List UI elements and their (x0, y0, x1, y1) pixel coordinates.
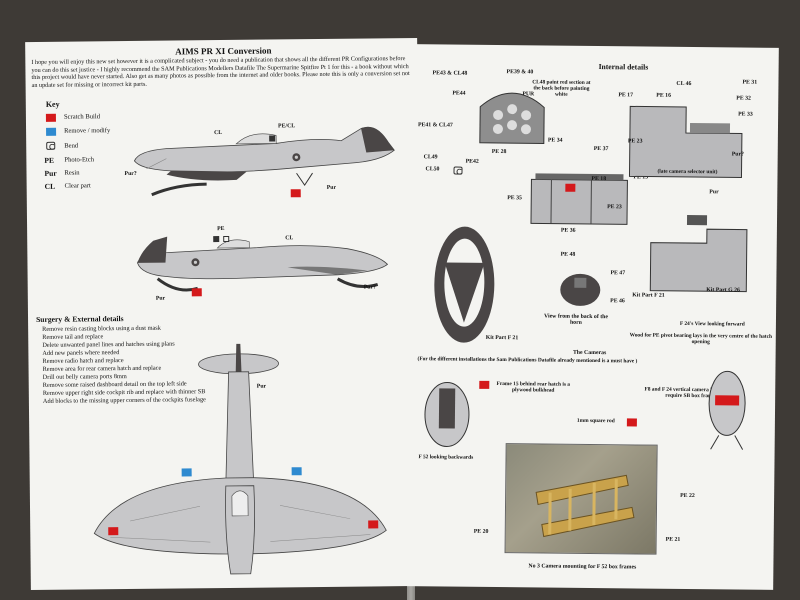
lab-pe43-cl48: PE43 & CL48 (432, 70, 468, 77)
lab-pe23-b: PE 23 (627, 138, 643, 145)
mid-pur-right-label: Pur? (363, 284, 377, 291)
lab-pur-b: Pur? (731, 151, 744, 158)
f52-backwards-diagram (424, 381, 470, 447)
surgery-step: Remove resin casting blocks using a dust… (42, 324, 161, 333)
top-pur-right-label: Pur (326, 184, 337, 191)
cameras-note: (For the different installations the Sam… (417, 356, 638, 365)
lab-pe31: PE 31 (742, 79, 758, 86)
lab-pe28: PE 28 (491, 148, 507, 156)
lab-cl50: CL50 (425, 166, 440, 173)
mid-pe-label: PE (217, 225, 225, 233)
lab-pe36: PE 36 (560, 227, 576, 234)
key-bend-label: Bend (64, 142, 79, 150)
lab-cl49: CL49 (423, 154, 438, 161)
box-caption: No 3 Camera mounting for F 52 box frames (528, 563, 637, 571)
mid-cl-label: CL (285, 235, 294, 242)
lab-pe37: PE 37 (593, 145, 609, 153)
cockpit-wall-diagram (530, 173, 628, 225)
plan-pur-label: Pur (256, 383, 267, 390)
top-scratch-marker (290, 189, 301, 198)
plan-scratch-marker-right (368, 520, 379, 529)
lab-pe23-a: PE 23 (607, 204, 622, 211)
lab-pe42: PE42 (465, 158, 479, 165)
key-pe-label: Photo-Etch (64, 156, 95, 164)
key-scratch-label: Scratch Build (63, 113, 101, 121)
plan-scratch-marker-left (108, 527, 119, 536)
top-pecl-label: PE/CL (278, 123, 296, 130)
plan-remove-marker-left (181, 468, 192, 477)
intro-text: I hope you will enjoy this new set howev… (31, 55, 410, 89)
rod-scratch-marker (626, 418, 637, 427)
lab-pe33: PE 33 (738, 111, 753, 118)
top-pe-chip (269, 135, 276, 142)
lab-pe32: PE 32 (736, 95, 751, 102)
side-view-aircraft-mid (137, 236, 389, 292)
lab-pe46: PE 46 (610, 298, 625, 305)
kit-part-wall-diagram (649, 214, 748, 293)
lab-cl46: CL 46 (676, 80, 692, 88)
lab-pur-c: Pur (709, 189, 719, 196)
key-pe-symbol: PE (44, 155, 55, 165)
lab-cl48-note: CL48 paint red section at the back befor… (532, 79, 591, 98)
lab-f24-view: F 24's View looking forward (679, 320, 745, 328)
surgery-heading: Surgery & External details (35, 314, 124, 324)
box-frame-photo (504, 443, 658, 555)
lab-pe20: PE 20 (473, 528, 489, 535)
internal-heading: Internal details (598, 62, 649, 72)
remove-swatch (46, 127, 57, 136)
side-view-aircraft-top (133, 126, 395, 197)
lab-pe22: PE 22 (680, 492, 695, 500)
key-remove-label: Remove / modify (64, 127, 111, 135)
horn-back-diagram (560, 273, 601, 306)
lab-pe18: PE 18 (591, 175, 607, 183)
lab-horn-note: View from the back of the horn (544, 313, 608, 326)
lab-pe39-40: PE39 & 40 (506, 69, 534, 76)
lab-pe47: PE 47 (610, 270, 626, 277)
lab-f52-back: F 52 looking backwards (418, 454, 474, 461)
bend-icon (46, 141, 56, 150)
lab-pe48: PE 48 (560, 251, 576, 258)
plan-view-aircraft (93, 343, 387, 575)
mid-scratch-marker (191, 288, 202, 297)
lab-wood-note: Wood for PE pivot bearing lays in the ve… (629, 332, 773, 346)
lab-square-rod: 1mm square rod (576, 417, 615, 425)
lab-kit-g26: Kit Part G 26 (706, 287, 740, 294)
lab-pe44: PE44 (452, 90, 466, 97)
key-heading: Key (45, 99, 60, 109)
plan-remove-marker-right (291, 467, 302, 476)
bend-icon (453, 166, 463, 175)
key-cl-symbol: CL (44, 181, 56, 191)
lab-pe35: PE 35 (507, 195, 522, 202)
lab-pe17: PE 17 (618, 92, 634, 99)
lab-pe41-cl47: PE41 & CL47 (417, 122, 453, 129)
left-page: AIMS PR XI Conversion I hope you will en… (25, 37, 423, 591)
lab-pe21: PE 21 (665, 536, 681, 543)
f24-view-diagram (708, 370, 746, 450)
lab-frame15-note: Frame 15 behind rear hatch is a plywood … (496, 380, 571, 394)
top-cl-label: CL (214, 130, 223, 137)
camera-selector-diagram (628, 105, 743, 179)
mid-pe-chip (213, 236, 220, 243)
page-title: AIMS PR XI Conversion (175, 45, 272, 57)
lab-pe34: PE 34 (547, 137, 563, 144)
scratch-swatch (45, 113, 56, 122)
lab-kit-f21-b: Kit Part F 21 (632, 292, 665, 299)
lab-late-camera: (late camera selector unit) (657, 168, 718, 176)
right-page: Internal details PE43 & CL48 PE39 & 40 C… (407, 44, 779, 590)
mid-bend-chip (223, 235, 230, 243)
key-pur-symbol: Pur (44, 168, 57, 178)
cameras-title: The Cameras (572, 349, 607, 357)
lab-pe16: PE 16 (656, 92, 672, 99)
top-pur-left-label: Pur? (124, 170, 137, 178)
dashboard-diagram (479, 92, 545, 144)
lab-kit-f21-a: Kit Part F 21 (485, 334, 519, 342)
frame-scratch-marker (479, 380, 490, 389)
key-pur-label: Resin (64, 169, 80, 177)
horn-ring-diagram (434, 226, 495, 343)
key-cl-label: Clear part (64, 182, 91, 190)
mid-pur-left-label: Pur (155, 295, 166, 302)
lab-pur-dash: PUR (522, 91, 535, 98)
